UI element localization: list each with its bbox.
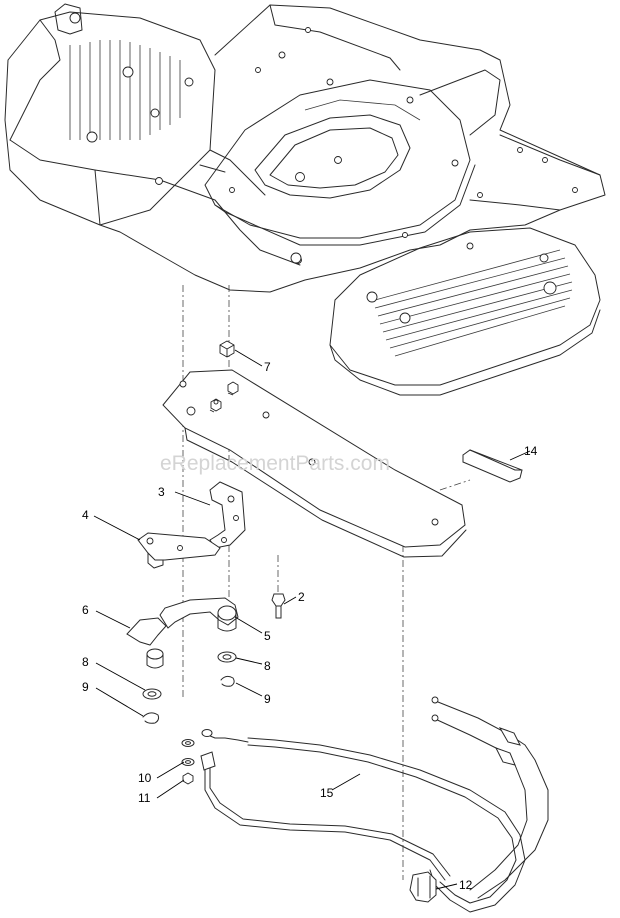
watermark: eReplacementParts.com	[160, 452, 390, 475]
callout-6: 6	[82, 603, 89, 617]
part-5-lever	[159, 597, 239, 632]
callout-14: 14	[524, 444, 538, 458]
part-3-bracket	[209, 481, 246, 549]
part-11-nut	[182, 772, 194, 785]
deck-frame	[94, 4, 606, 293]
callout-5: 5	[264, 629, 271, 643]
part-2-bolt	[271, 593, 286, 619]
part-4-arm	[137, 532, 221, 569]
right-housing	[290, 227, 601, 396]
part-8-washers	[142, 651, 237, 700]
part-12-clamp	[409, 871, 437, 903]
callout-8-right: 8	[264, 659, 271, 673]
mounting-plate	[162, 369, 467, 558]
part-7-nut	[219, 340, 235, 358]
part-14-bar	[462, 449, 523, 483]
callout-12: 12	[459, 878, 473, 892]
callout-10: 10	[138, 771, 152, 785]
callout-8-left: 8	[82, 655, 89, 669]
part-9-clips	[142, 675, 235, 724]
part-15-cable	[200, 696, 549, 913]
part-6-arm	[126, 617, 167, 669]
part-10-washer	[181, 739, 195, 766]
callout-9-right: 9	[264, 692, 271, 706]
callout-11: 11	[138, 791, 151, 805]
callout-9-left: 9	[82, 680, 89, 694]
callout-3: 3	[158, 485, 165, 499]
callout-labels: 7 14 3 4 2 5 6 8 9 8 9 10 11 15 12	[82, 360, 538, 892]
leader-lines	[93, 349, 531, 890]
engine-assembly	[4, 3, 216, 226]
callout-4: 4	[82, 508, 89, 522]
callout-2: 2	[298, 590, 305, 604]
callout-15: 15	[320, 786, 334, 800]
callout-7: 7	[264, 360, 271, 374]
